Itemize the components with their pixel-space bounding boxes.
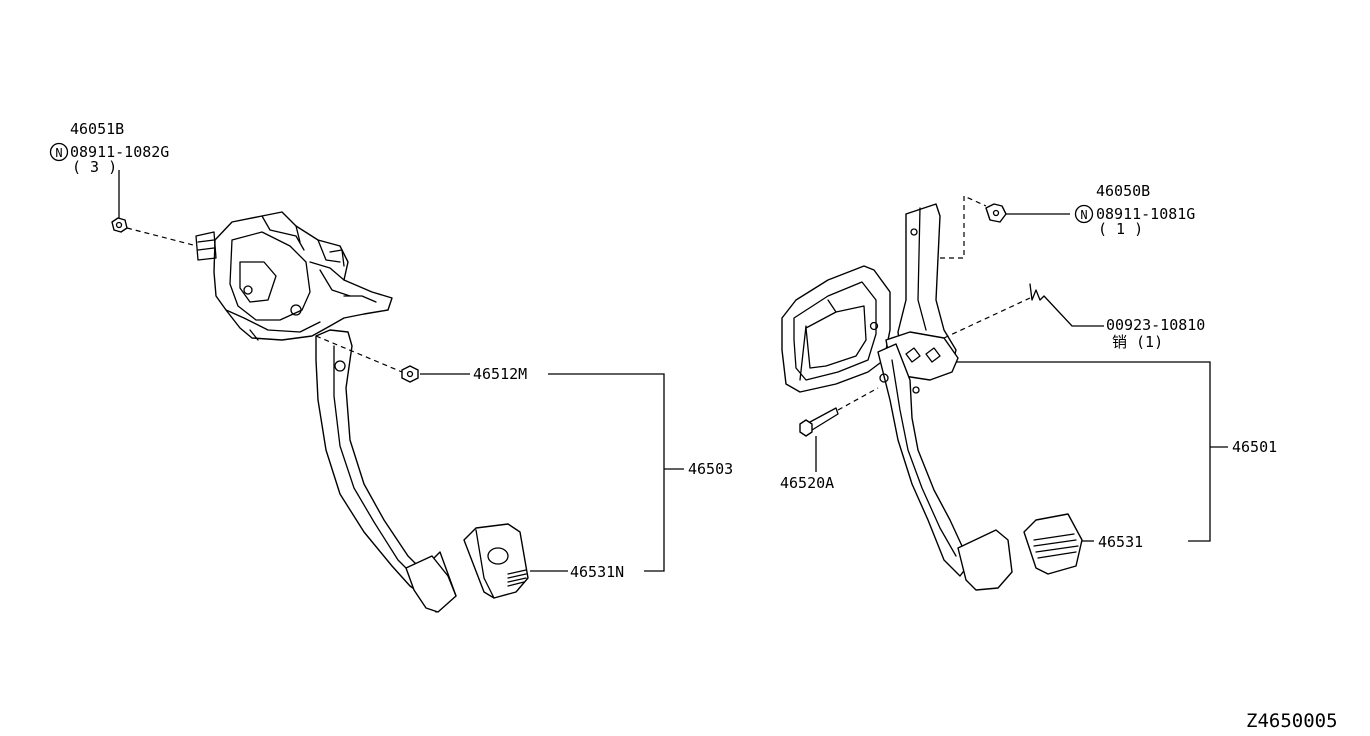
n-symbol-glyph: N [55,146,62,160]
label-08911-1081G: 08911-1081G [1096,205,1195,223]
leader-line [943,297,1031,339]
brake-pedal-assembly-icon [781,203,1013,591]
n-symbol-icon: N [49,142,69,162]
leader-line [837,387,879,411]
pedal-pad-icon [463,523,529,599]
leader-line [956,361,1211,542]
leader-line [315,335,403,373]
pin-icon [1029,283,1045,301]
label-08911-1082G: 08911-1082G [70,143,169,161]
n-symbol-glyph: N [1080,208,1087,222]
leader-line [940,195,987,259]
clutch-pedal-assembly-icon [195,211,457,613]
label-pin-caption: 销 (1) [1112,333,1163,351]
label-qty-3: ( 3 ) [72,158,117,176]
label-46531N: 46531N [570,563,624,581]
label-46503: 46503 [688,460,733,478]
leader-line [126,227,198,247]
nut-icon [985,203,1007,223]
label-46050B: 46050B [1096,182,1150,200]
label-46512M: 46512M [473,365,527,383]
label-46531: 46531 [1098,533,1143,551]
diagram-code: Z4650005 [1246,710,1338,732]
bolt-icon [401,365,419,383]
leader-line [1043,295,1104,327]
label-qty-1: ( 1 ) [1098,220,1143,238]
pedal-pad-icon [1023,513,1083,575]
label-46501: 46501 [1232,438,1277,456]
bolt-icon [799,407,839,437]
nut-icon [111,217,128,233]
leader-line [548,373,665,572]
label-46051B: 46051B [70,120,124,138]
label-46520A: 46520A [780,474,834,492]
label-00923-10810: 00923-10810 [1106,316,1205,334]
n-symbol-icon: N [1074,204,1094,224]
